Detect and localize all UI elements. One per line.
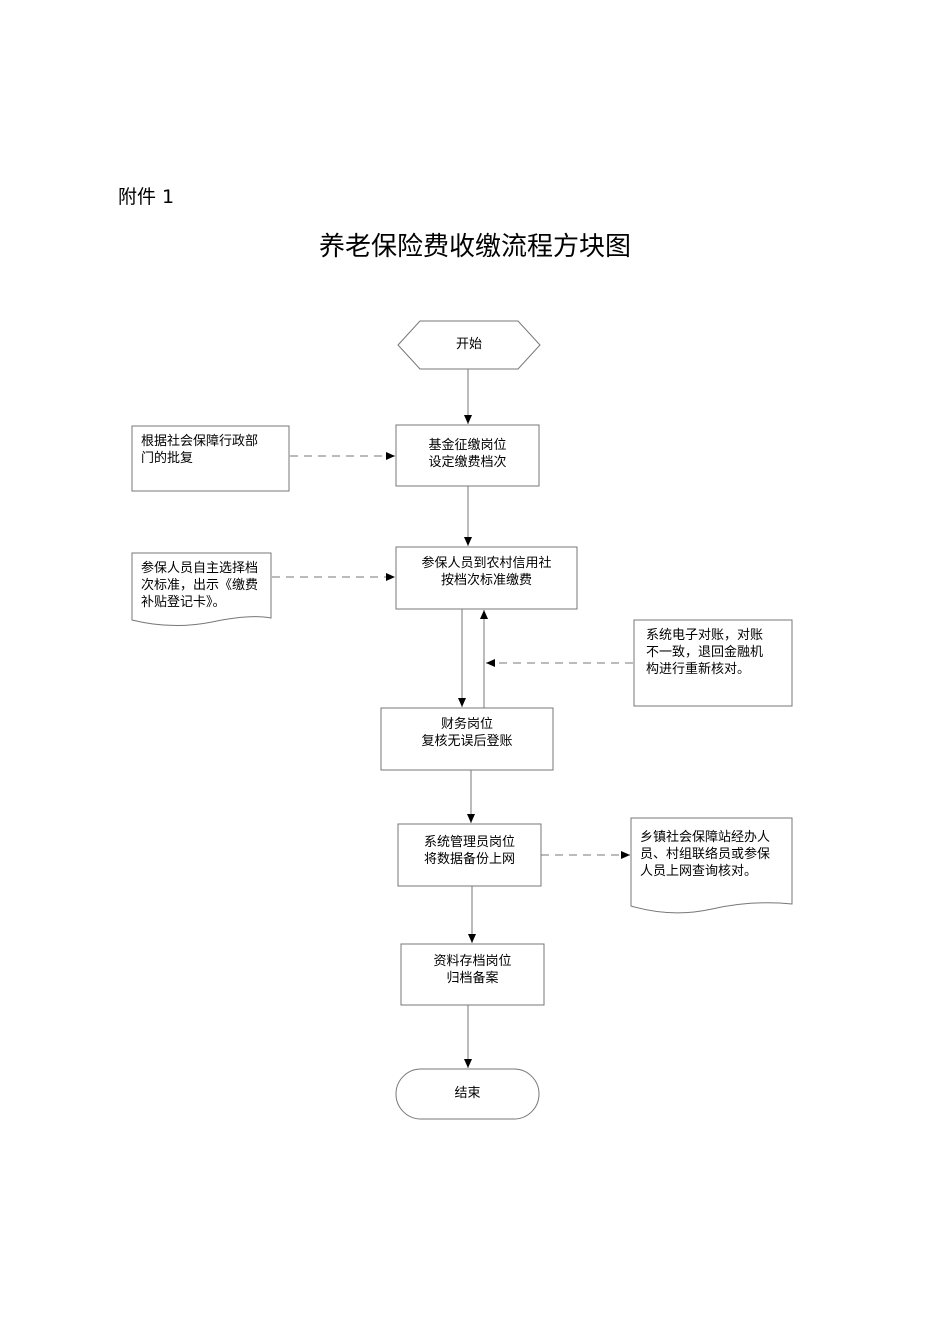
reconcile-note-text: 系统电子对账，对账 不一致，退回金融机 构进行重新核对。 [646,627,792,678]
step5-label: 资料存档岗位 归档备案 [401,953,544,987]
step1-line2: 设定缴费档次 [428,455,507,470]
step4-label: 系统管理员岗位 将数据备份上网 [398,834,541,868]
choose-note-text: 参保人员自主选择档 次标准，出示《缴费 补贴登记卡》。 [141,560,276,611]
step2-label: 参保人员到农村信用社 按档次标准缴费 [396,555,577,589]
step3-label: 财务岗位 复核无误后登账 [381,716,553,750]
choose-note-box [131,552,272,627]
step1-line1: 基金征缴岗位 [428,438,507,453]
step3-line2: 复核无误后登账 [421,734,513,749]
end-shape [395,1068,540,1120]
step4-line1: 系统管理员岗位 [423,835,515,850]
reconcile-note-line2: 不一致，退回金融机 [646,645,764,660]
query-note-box [630,817,793,914]
step4-line2: 将数据备份上网 [423,852,515,867]
attachment-label: 附件 1 [118,186,175,208]
approval-note-line1: 根据社会保障行政部 [141,434,259,449]
choose-note-line1: 参保人员自主选择档 [141,561,259,576]
step2-box [395,546,578,610]
step5-line1: 资料存档岗位 [433,954,512,969]
query-note-line2: 员、村组联络员或参保 [640,847,771,862]
approval-note-text: 根据社会保障行政部 门的批复 [141,433,286,467]
step3-line1: 财务岗位 [440,717,493,732]
step3-box [380,707,554,771]
reconcile-note-line1: 系统电子对账，对账 [646,628,764,643]
choose-note-line3: 补贴登记卡》。 [141,595,226,610]
step1-label: 基金征缴岗位 设定缴费档次 [396,437,539,471]
query-note-line1: 乡镇社会保障站经办人 [640,830,771,845]
step2-line2: 按档次标准缴费 [440,573,532,588]
query-note-text: 乡镇社会保障站经办人 员、村组联络员或参保 人员上网查询核对。 [640,829,798,880]
step5-line2: 归档备案 [446,971,499,986]
step2-line1: 参保人员到农村信用社 [421,556,552,571]
reconcile-note-box [633,619,793,707]
start-label: 开始 [455,337,482,352]
start-shape [397,320,541,370]
approval-note-line2: 门的批复 [141,451,194,466]
step5-box [400,943,545,1006]
reconcile-note-line3: 构进行重新核对。 [646,662,751,677]
approval-note-box [131,425,290,492]
end-label: 结束 [454,1086,481,1101]
page-title: 养老保险费收缴流程方块图 [318,232,631,262]
query-note-line3: 人员上网查询核对。 [640,864,758,879]
choose-note-line2: 次标准，出示《缴费 [141,578,259,593]
